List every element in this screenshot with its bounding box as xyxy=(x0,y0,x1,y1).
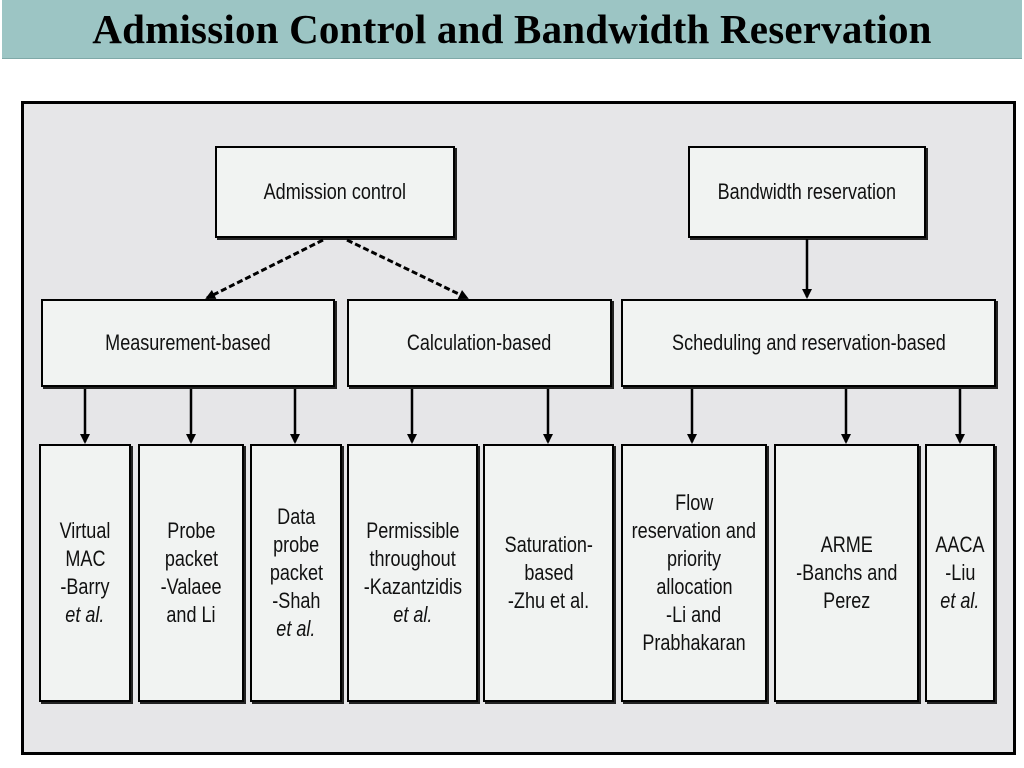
leaf-text-line: -Zhu et al. xyxy=(507,588,590,614)
slide-title: Admission Control and Bandwidth Reservat… xyxy=(92,6,932,52)
leaf-text-line: based xyxy=(523,559,574,585)
leaf-permissible-throughput: Permissible throughout -Kazantzidis et a… xyxy=(347,444,478,702)
leaf-text-line: throughout xyxy=(369,545,456,571)
node-measurement-based-label: Measurement-based xyxy=(105,330,271,355)
leaf-text-line: Virtual xyxy=(59,517,111,543)
leaf-text-line: -Kazantzidis xyxy=(363,574,462,599)
leaf-data-probe-packet: Data probe packet -Shah et al. xyxy=(250,444,342,702)
leaf-flow-reservation: Flow reservation and priority allocation… xyxy=(621,444,767,702)
title-bar: Admission Control and Bandwidth Reservat… xyxy=(2,0,1022,59)
leaf-text-line: priority xyxy=(666,545,722,571)
leaf-text-line: -Li and xyxy=(666,602,722,628)
node-bandwidth-reservation-label: Bandwidth reservation xyxy=(717,179,897,204)
leaf-text-line: Permissible xyxy=(365,517,460,543)
leaf-text-line: et al. xyxy=(276,616,316,642)
leaf-text-line: and Li xyxy=(166,602,216,628)
leaf-virtual-mac: Virtual MAC -Barry et al. xyxy=(39,444,131,702)
leaf-text-line: -Banchs and xyxy=(795,559,898,585)
leaf-text-line: probe xyxy=(272,531,320,557)
leaf-text-line: packet xyxy=(164,545,218,571)
node-calculation-based: Calculation-based xyxy=(347,299,612,387)
node-measurement-based: Measurement-based xyxy=(41,299,335,387)
leaf-aaca: AACA -Liu et al. xyxy=(925,444,995,702)
leaf-text-line: reservation and xyxy=(631,517,757,543)
node-scheduling-reservation-based: Scheduling and reservation-based xyxy=(621,299,996,387)
leaf-text-line: Data xyxy=(276,503,316,529)
leaf-saturation-based: Saturation- based -Zhu et al. xyxy=(483,444,614,702)
node-calculation-based-label: Calculation-based xyxy=(407,330,552,355)
leaf-text-line: -Valaee xyxy=(160,574,222,599)
node-bandwidth-reservation: Bandwidth reservation xyxy=(688,146,926,238)
node-admission-control: Admission control xyxy=(215,146,455,238)
leaf-probe-packet: Probe packet -Valaee and Li xyxy=(138,444,244,702)
leaf-text-line: AACA xyxy=(935,531,985,557)
leaf-text-line: allocation xyxy=(655,574,733,599)
leaf-text-line: -Shah xyxy=(271,588,321,614)
leaf-text-line: Probe xyxy=(166,517,216,543)
leaf-text-line: Saturation- xyxy=(504,531,593,557)
leaf-text-line: et al. xyxy=(940,588,980,614)
node-admission-control-label: Admission control xyxy=(263,179,407,204)
leaf-text-line: Flow xyxy=(674,489,714,515)
leaf-arme: ARME -Banchs and Perez xyxy=(774,444,919,702)
leaf-text-line: packet xyxy=(269,559,323,585)
leaf-text-line: ARME xyxy=(820,531,873,557)
leaf-text-line: Prabhakaran xyxy=(642,630,746,656)
leaf-text-line: Perez xyxy=(822,588,871,614)
node-scheduling-reservation-based-label: Scheduling and reservation-based xyxy=(671,330,946,355)
leaf-text-line: -Liu xyxy=(944,559,976,585)
leaf-text-line: -Barry xyxy=(60,574,110,599)
leaf-text-line: et al. xyxy=(392,602,433,628)
leaf-text-line: et al. xyxy=(65,602,105,628)
leaf-text-line: MAC xyxy=(64,545,106,571)
